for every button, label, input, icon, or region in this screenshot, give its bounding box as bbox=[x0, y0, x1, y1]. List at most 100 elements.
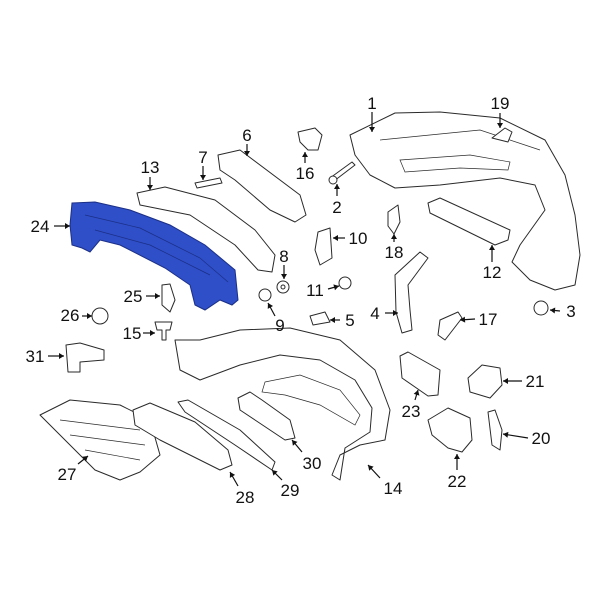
part-3[interactable] bbox=[533, 300, 549, 316]
arrowhead-icon bbox=[489, 245, 495, 250]
part-17[interactable] bbox=[437, 311, 463, 341]
callout-label: 8 bbox=[279, 247, 288, 266]
part-9[interactable] bbox=[258, 288, 272, 302]
callout-31[interactable]: 31 bbox=[26, 347, 64, 366]
arrowhead-icon bbox=[454, 454, 460, 459]
part-7[interactable] bbox=[194, 177, 223, 189]
arrowhead-icon bbox=[272, 470, 278, 476]
callout-20[interactable]: 20 bbox=[502, 429, 551, 448]
arrowhead-icon bbox=[155, 293, 160, 299]
callout-label: 9 bbox=[275, 316, 284, 335]
callout-label: 19 bbox=[491, 94, 510, 113]
callout-label: 25 bbox=[124, 287, 143, 306]
part-12[interactable] bbox=[427, 197, 511, 246]
arrowhead-icon bbox=[413, 390, 420, 396]
callout-label: 13 bbox=[141, 158, 160, 177]
arrowhead-icon bbox=[391, 234, 397, 239]
callout-1[interactable]: 1 bbox=[367, 94, 377, 132]
callout-label: 30 bbox=[303, 454, 322, 473]
callout-6[interactable]: 6 bbox=[242, 126, 252, 156]
part-10[interactable] bbox=[314, 227, 333, 266]
part-5[interactable] bbox=[309, 311, 331, 326]
callout-23[interactable]: 23 bbox=[402, 389, 421, 421]
part-20[interactable] bbox=[487, 409, 503, 451]
part-15[interactable] bbox=[154, 321, 173, 341]
callout-label: 10 bbox=[349, 229, 368, 248]
arrowhead-icon bbox=[292, 440, 298, 446]
arrowhead-icon bbox=[497, 123, 503, 128]
part-28[interactable] bbox=[132, 402, 233, 471]
callout-28[interactable]: 28 bbox=[229, 471, 255, 507]
callout-26[interactable]: 26 bbox=[61, 306, 92, 325]
callout-3[interactable]: 3 bbox=[549, 302, 576, 321]
part-1-bumper-cover[interactable] bbox=[349, 111, 581, 291]
callout-21[interactable]: 21 bbox=[503, 372, 544, 391]
part-13[interactable] bbox=[136, 186, 276, 273]
callout-9[interactable]: 9 bbox=[267, 302, 285, 335]
part-31[interactable] bbox=[65, 342, 105, 373]
part-23[interactable] bbox=[399, 351, 441, 397]
callout-label: 20 bbox=[532, 429, 551, 448]
arrowhead-icon bbox=[200, 175, 206, 180]
callout-29[interactable]: 29 bbox=[271, 469, 299, 500]
callout-5[interactable]: 5 bbox=[330, 311, 355, 330]
callout-15[interactable]: 15 bbox=[123, 324, 155, 343]
callout-label: 28 bbox=[236, 488, 255, 507]
arrowhead-icon bbox=[368, 465, 374, 471]
callout-30[interactable]: 30 bbox=[291, 439, 322, 473]
callout-22[interactable]: 22 bbox=[448, 454, 467, 491]
part-11[interactable] bbox=[338, 276, 352, 290]
arrowhead-icon bbox=[393, 310, 398, 316]
callout-18[interactable]: 18 bbox=[385, 234, 404, 262]
callout-8[interactable]: 8 bbox=[279, 247, 289, 279]
part-21[interactable] bbox=[467, 364, 503, 399]
arrowhead-icon bbox=[65, 223, 70, 229]
callout-label: 31 bbox=[26, 347, 45, 366]
part-22[interactable] bbox=[427, 407, 473, 453]
part-30[interactable] bbox=[237, 391, 296, 441]
part-26[interactable] bbox=[91, 307, 109, 325]
arrowhead-icon bbox=[267, 303, 274, 309]
callout-label: 22 bbox=[448, 472, 467, 491]
callout-12[interactable]: 12 bbox=[483, 245, 502, 282]
callout-27[interactable]: 27 bbox=[58, 455, 89, 484]
callout-label: 24 bbox=[31, 217, 50, 236]
callouts-layer: 1234567891011121314151617181920212223242… bbox=[26, 94, 576, 507]
callout-label: 16 bbox=[296, 164, 315, 183]
callout-11[interactable]: 11 bbox=[306, 281, 340, 300]
part-4[interactable] bbox=[394, 251, 429, 334]
part-6[interactable] bbox=[217, 149, 307, 223]
callout-4[interactable]: 4 bbox=[370, 304, 398, 323]
callout-10[interactable]: 10 bbox=[333, 229, 367, 248]
arrowhead-icon bbox=[330, 317, 335, 323]
part-25[interactable] bbox=[161, 283, 176, 313]
callout-17[interactable]: 17 bbox=[459, 310, 498, 329]
callout-25[interactable]: 25 bbox=[124, 287, 160, 306]
part-18[interactable] bbox=[387, 204, 401, 235]
arrowhead-icon bbox=[503, 378, 508, 384]
part-29[interactable] bbox=[177, 399, 276, 471]
callout-label: 18 bbox=[385, 243, 404, 262]
part-27[interactable] bbox=[39, 399, 161, 481]
callout-label: 3 bbox=[566, 302, 575, 321]
callout-label: 1 bbox=[367, 94, 376, 113]
arrowhead-icon bbox=[334, 184, 340, 189]
part-16[interactable] bbox=[297, 127, 323, 151]
part-14-lower-bumper[interactable] bbox=[174, 327, 391, 481]
part-24-reinforcement-bar[interactable] bbox=[69, 201, 239, 311]
callout-2[interactable]: 2 bbox=[332, 184, 342, 217]
callout-label: 7 bbox=[198, 148, 207, 167]
callout-16[interactable]: 16 bbox=[296, 152, 315, 183]
part-19[interactable] bbox=[491, 127, 513, 143]
arrowhead-icon bbox=[59, 353, 64, 359]
callout-24[interactable]: 24 bbox=[31, 217, 70, 236]
callout-13[interactable]: 13 bbox=[141, 158, 160, 190]
callout-label: 17 bbox=[479, 310, 498, 329]
callout-14[interactable]: 14 bbox=[367, 464, 402, 498]
callout-label: 5 bbox=[345, 311, 354, 330]
callout-7[interactable]: 7 bbox=[198, 148, 208, 180]
callout-19[interactable]: 19 bbox=[491, 94, 510, 128]
callout-label: 2 bbox=[332, 198, 341, 217]
